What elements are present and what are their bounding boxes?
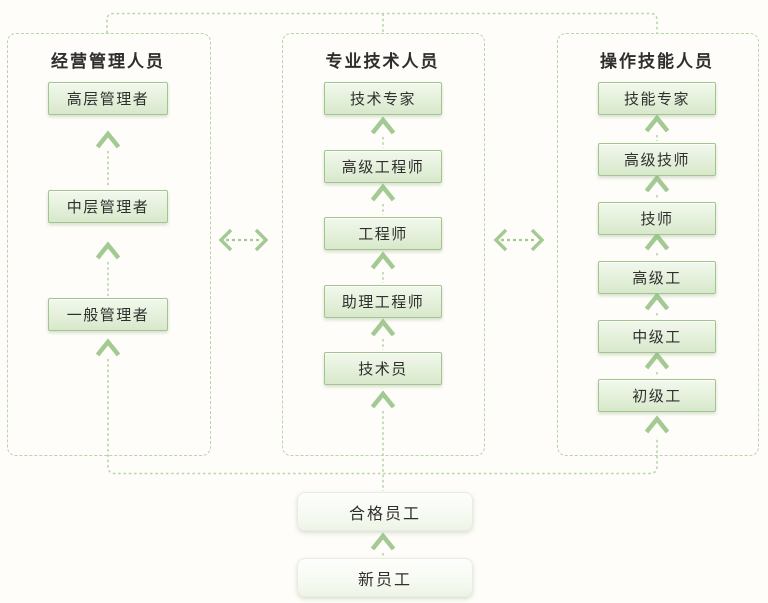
node-intermediate-worker: 中级工 bbox=[598, 320, 716, 353]
node-senior-technician: 高级技师 bbox=[598, 143, 716, 176]
dashed-connector-line bbox=[106, 12, 658, 33]
node-general-manager: 一般管理者 bbox=[48, 298, 168, 331]
up-arrow-icon bbox=[370, 532, 396, 551]
node-engineer: 工程师 bbox=[324, 217, 442, 250]
skills-channel-panel bbox=[557, 33, 759, 456]
double-arrow-icon bbox=[493, 228, 545, 252]
node-senior-engineer: 高级工程师 bbox=[324, 150, 442, 183]
node-middle-manager: 中层管理者 bbox=[48, 190, 168, 223]
node-assistant-engineer: 助理工程师 bbox=[324, 285, 442, 318]
node-top-manager: 高层管理者 bbox=[48, 82, 168, 115]
node-qualified-employee: 合格员工 bbox=[297, 492, 473, 531]
node-new-employee: 新员工 bbox=[297, 558, 473, 597]
channel-title-management: 经营管理人员 bbox=[51, 52, 165, 72]
double-arrow-icon bbox=[218, 228, 269, 252]
node-senior-worker: 高级工 bbox=[598, 261, 716, 294]
channel-title-technical: 专业技术人员 bbox=[325, 52, 440, 72]
node-technician-grade: 技师 bbox=[598, 202, 716, 235]
node-junior-worker: 初级工 bbox=[598, 379, 716, 412]
node-skill-expert: 技能专家 bbox=[598, 82, 716, 115]
node-technical-expert: 技术专家 bbox=[324, 82, 442, 115]
node-technician: 技术员 bbox=[324, 352, 442, 385]
channel-title-skills: 操作技能人员 bbox=[600, 52, 714, 72]
technical-channel-panel bbox=[282, 33, 485, 456]
management-channel-panel bbox=[7, 33, 211, 456]
